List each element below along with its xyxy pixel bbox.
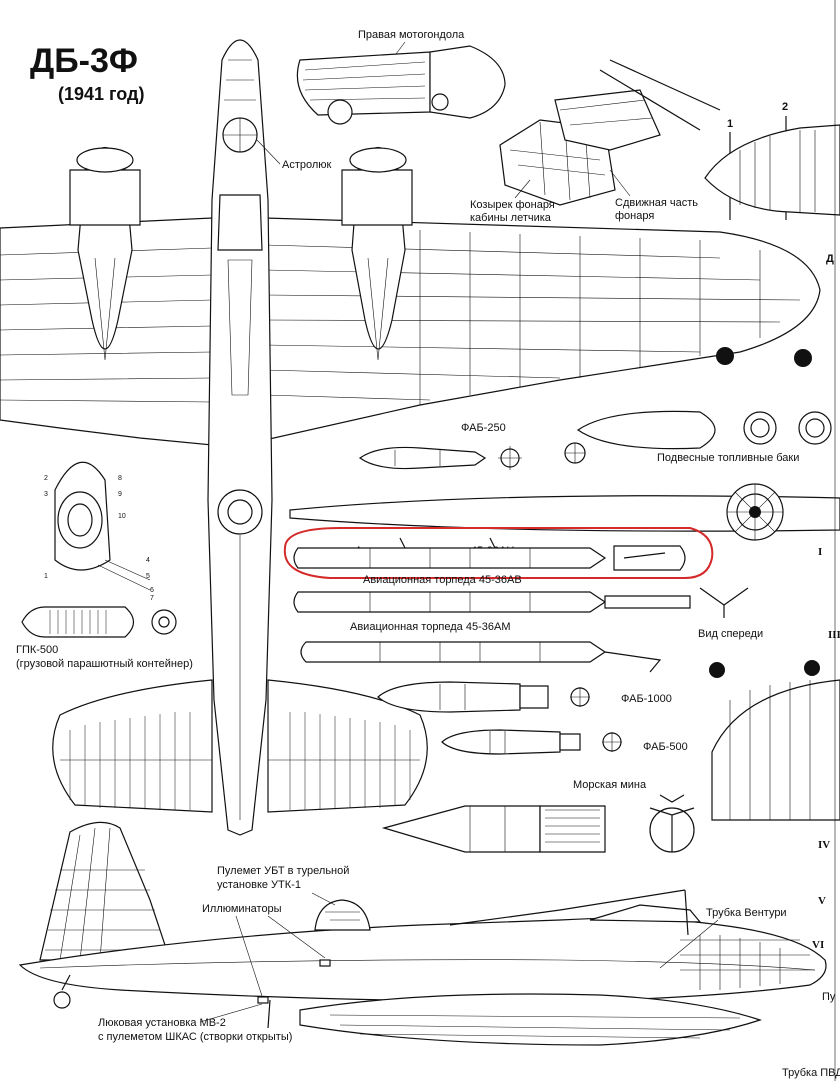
fab500-drawing: ФАБ-500 xyxy=(441,729,688,755)
drop-tanks-label: Подвесные топливные баки xyxy=(657,452,799,464)
fab250-label: ФАБ-250 xyxy=(461,422,506,434)
aircraft-year: (1941 год) xyxy=(58,84,144,104)
callout-1: 1 xyxy=(44,573,48,580)
highlight-outline xyxy=(283,527,714,579)
top-view-fuselage xyxy=(207,39,273,836)
roundel-right-2 xyxy=(794,349,812,367)
fab250-drawing: ФАБ-250 xyxy=(358,422,522,470)
callout-7: 7 xyxy=(150,595,154,602)
astrodome-label: Астролюк xyxy=(282,159,332,171)
sliding-canopy-label-2: фонаря xyxy=(615,210,654,222)
callout-8: 8 xyxy=(118,475,122,482)
sliding-canopy-label-1: Сдвижная часть xyxy=(615,197,698,209)
side-view-aircraft xyxy=(18,821,827,1046)
callout-2: 2 xyxy=(44,475,48,482)
roman-label-6: VI xyxy=(812,939,824,951)
portholes-label: Иллюминаторы xyxy=(202,903,282,915)
gpk500-description: (грузовой парашютный контейнер) xyxy=(16,658,193,670)
venturi-label: Трубка Вентури xyxy=(706,907,787,919)
torpedo-av-label: Авиационная торпеда 45-36АВ xyxy=(363,574,522,586)
sea-mine-drawing: Морская мина xyxy=(381,779,695,853)
right-edge-fragments: I III IV V VI xyxy=(709,546,840,951)
aircraft-title: ДБ-3Ф xyxy=(30,42,138,80)
edge-label-pu: Пу xyxy=(822,991,836,1003)
roman-label-1: I xyxy=(818,546,822,558)
mv2-label-1: Люковая установка МВ-2 xyxy=(98,1017,226,1029)
section-number-2: 2 xyxy=(782,101,788,113)
roman-label-5: V xyxy=(818,895,826,907)
sea-mine-label: Морская мина xyxy=(573,779,647,791)
top-view-right-nacelle xyxy=(341,147,413,361)
fab1000-drawing: ФАБ-1000 xyxy=(377,681,672,713)
torpedo-av-drawing: Авиационная торпеда 45-36АВ xyxy=(293,574,691,613)
drop-tanks-drawing: Подвесные топливные баки xyxy=(564,410,832,464)
callout-6: 6 xyxy=(150,587,154,594)
side-fuselage-strip xyxy=(289,495,840,532)
front-view-drawing: Вид спереди xyxy=(698,587,763,640)
windshield-label-1: Козырек фонаря xyxy=(470,199,555,211)
callout-5: 5 xyxy=(146,573,150,580)
torpedo-am-label: Авиационная торпеда 45-36АМ xyxy=(350,621,511,633)
nose-section-view: 1 2 Д xyxy=(704,101,840,265)
callout-3: 3 xyxy=(44,491,48,498)
callout-9: 9 xyxy=(118,491,122,498)
top-view-left-nacelle xyxy=(69,147,141,361)
torpedo-am-drawing: Авиационная торпеда 45-36АМ xyxy=(300,621,662,673)
roman-label-4: IV xyxy=(818,839,830,851)
torpedo-an-drawing: Авиационная торпеда 45-36АН xyxy=(283,527,714,579)
roundel-right xyxy=(716,347,734,365)
fab500-label: ФАБ-500 xyxy=(643,741,688,753)
right-nacelle-side: Правая мотогондола xyxy=(296,29,506,125)
section-number-1: 1 xyxy=(727,118,733,130)
engine-front-view xyxy=(726,483,784,541)
callout-10: 10 xyxy=(118,513,126,520)
fab1000-label: ФАБ-1000 xyxy=(621,693,672,705)
pvd-label: Трубка ПВД xyxy=(782,1067,840,1079)
ubt-label-2: установке УТК-1 xyxy=(217,879,301,891)
right-nacelle-label: Правая мотогондола xyxy=(358,29,465,41)
ubt-label-1: Пулемет УБТ в турельной xyxy=(217,865,349,877)
edge-label-d: Д xyxy=(826,253,834,265)
front-view-label: Вид спереди xyxy=(698,628,763,640)
turret-top xyxy=(217,489,263,535)
canopy-detail: Козырек фонаря кабины летчика Сдвижная ч… xyxy=(470,59,721,224)
mv2-label-2: с пулеметом ШКАС (створки открыты) xyxy=(98,1031,292,1043)
callout-4: 4 xyxy=(146,557,150,564)
windshield-label-2: кабины летчика xyxy=(470,212,552,224)
gpk500-drawing: 3 2 8 9 10 4 5 6 7 1 ГПК-500 (грузовой п… xyxy=(16,461,193,670)
roman-label-3: III xyxy=(828,629,840,641)
top-view-tail xyxy=(52,679,428,813)
gpk500-label: ГПК-500 xyxy=(16,644,58,656)
